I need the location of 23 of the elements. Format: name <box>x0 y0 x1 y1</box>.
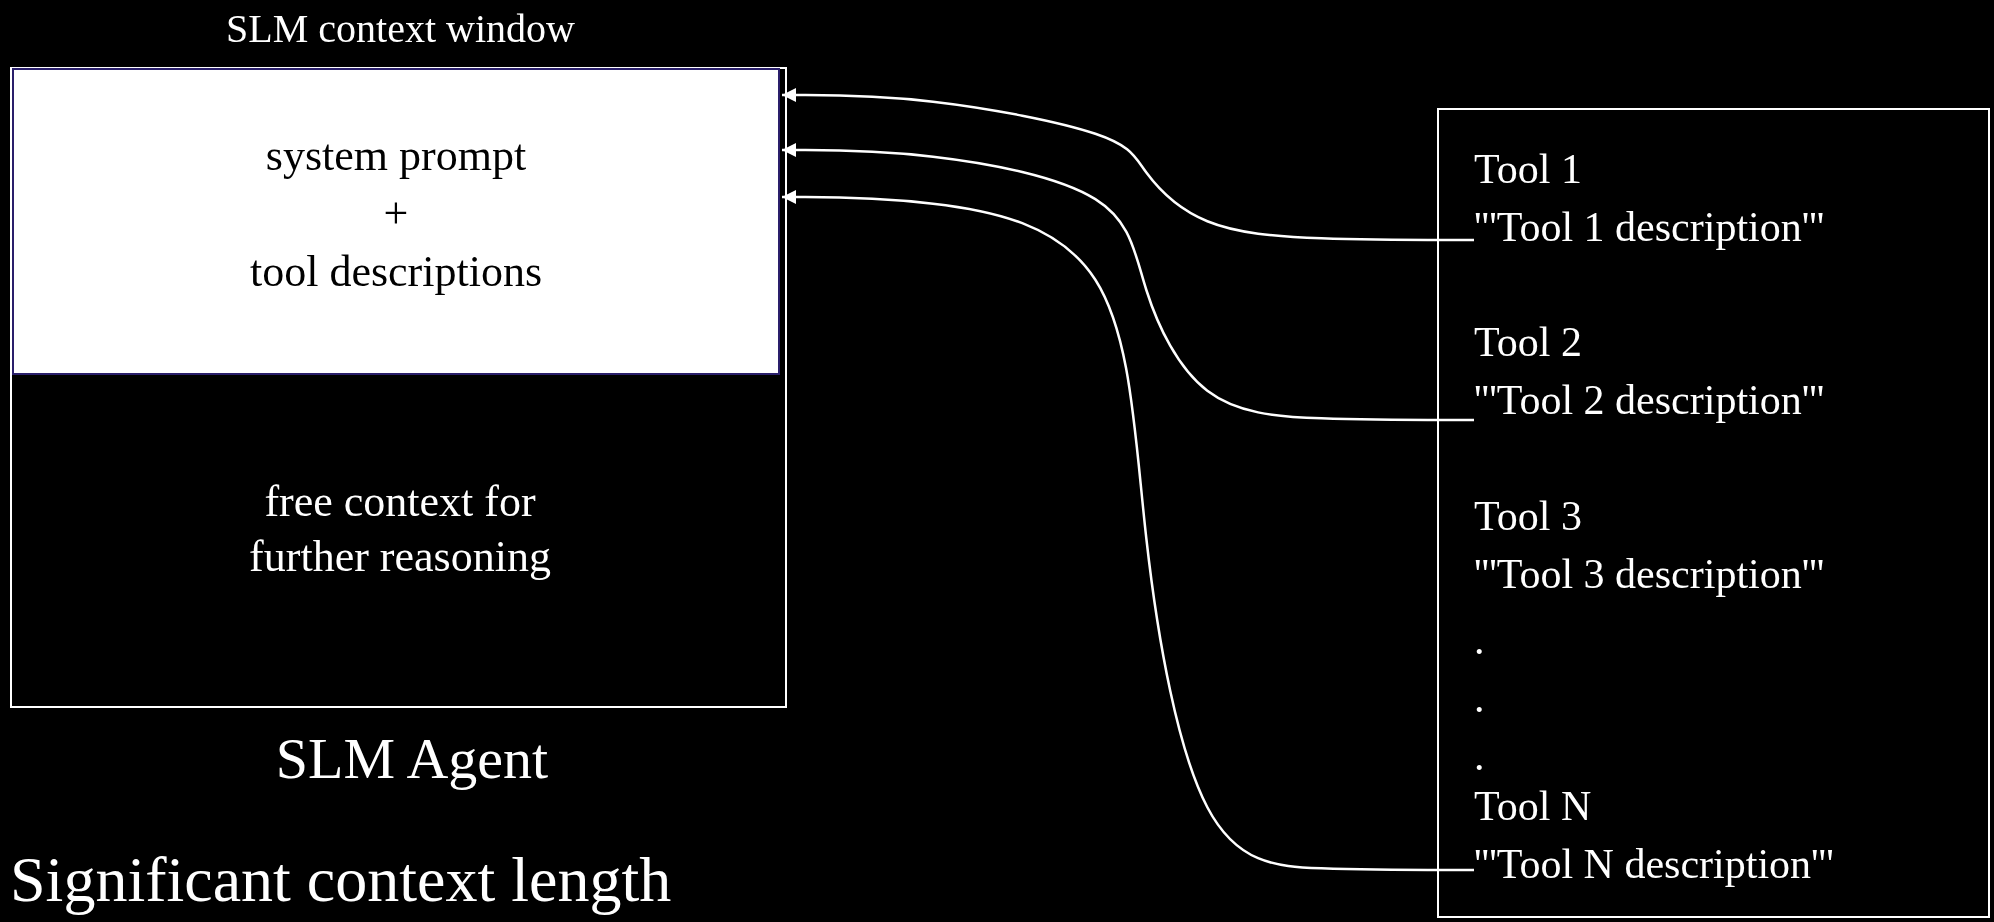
heading: SLM context window <box>225 5 576 53</box>
tool-list-box <box>1437 108 1990 918</box>
body-text: tool descriptions <box>248 246 544 298</box>
tool-name: Tool 3 <box>1474 492 1582 541</box>
tool-name: Tool 1 <box>1474 145 1582 194</box>
tool-description: '''Tool 1 description''' <box>1474 203 1825 252</box>
ellipsis-dot: . <box>1474 674 1485 723</box>
ellipsis-dot: . <box>1474 732 1485 781</box>
note-text: Significant context length <box>10 843 672 917</box>
body-text: + <box>382 188 410 240</box>
tool-description: '''Tool N description''' <box>1474 840 1834 889</box>
arrow <box>782 190 1474 872</box>
tool-description: '''Tool 3 description''' <box>1474 550 1825 599</box>
tool-name: Tool N <box>1474 782 1592 831</box>
system-prompt-box <box>12 68 780 375</box>
tool-description: '''Tool 2 description''' <box>1474 376 1825 425</box>
ellipsis-dot: . <box>1474 616 1485 665</box>
arrow <box>782 143 1474 422</box>
arrow <box>782 88 1474 242</box>
body-text: system prompt <box>264 130 528 182</box>
body-text: free context for further reasoning <box>248 476 552 583</box>
tool-name: Tool 2 <box>1474 318 1582 367</box>
node-label: SLM Agent <box>274 725 550 793</box>
